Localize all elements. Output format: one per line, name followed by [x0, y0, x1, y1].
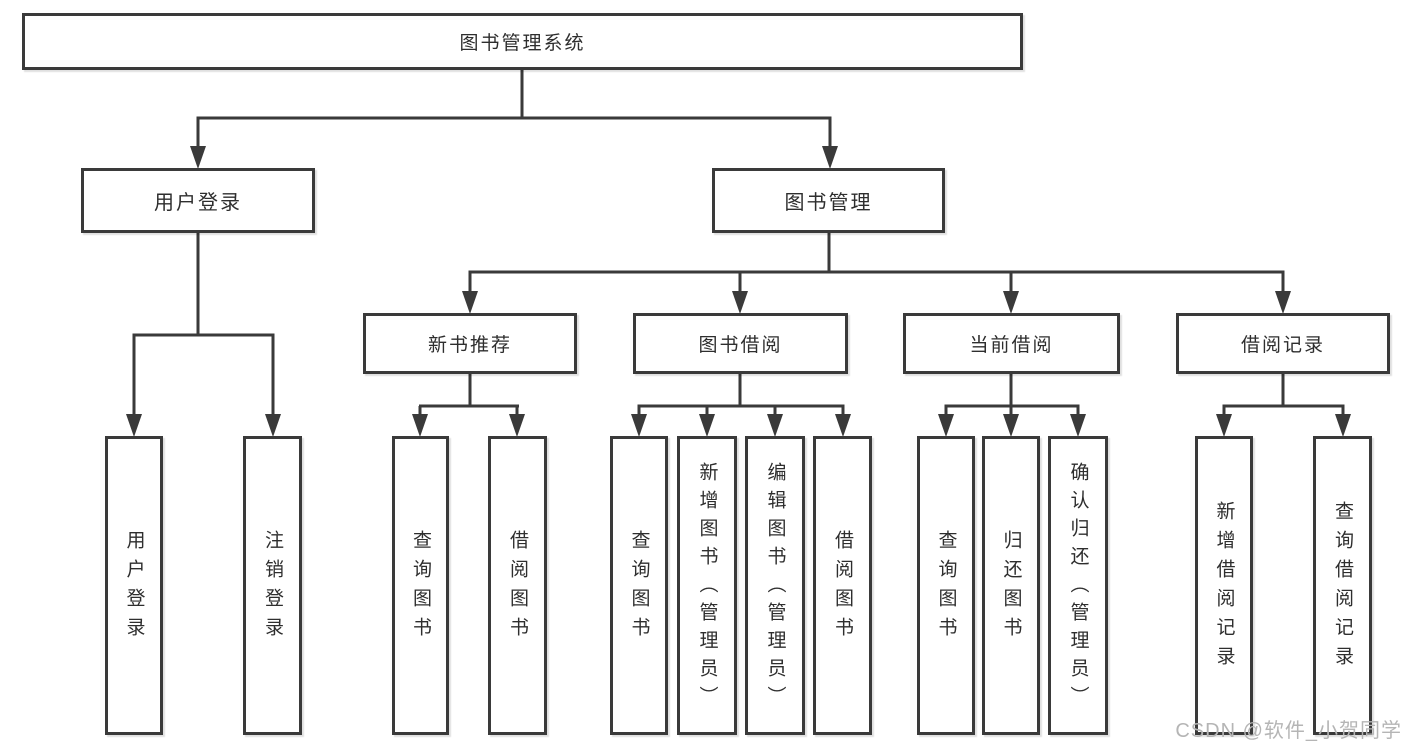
leaf-confirm-return-admin: 确认归还（管理员）	[1048, 436, 1108, 735]
leaf-return-books: 归还图书	[982, 436, 1040, 735]
leaf-logout-login: 注销登录	[243, 436, 302, 735]
leaf-add-borrow-record: 新增借阅记录	[1195, 436, 1253, 735]
leaf-query-books-recommend: 查询图书	[392, 436, 449, 735]
node-library-management-system: 图书管理系统	[22, 13, 1023, 70]
leaf-query-books-current: 查询图书	[917, 436, 975, 735]
node-current-borrowing: 当前借阅	[903, 313, 1120, 374]
node-book-management: 图书管理	[712, 168, 945, 233]
leaf-borrow-books-recommend: 借阅图书	[488, 436, 547, 735]
node-user-login: 用户登录	[81, 168, 315, 233]
leaf-user-login: 用户登录	[105, 436, 163, 735]
node-book-borrowing: 图书借阅	[633, 313, 848, 374]
node-borrowing-records: 借阅记录	[1176, 313, 1390, 374]
leaf-query-books-borrowing: 查询图书	[610, 436, 668, 735]
leaf-add-books-admin: 新增图书（管理员）	[677, 436, 737, 735]
leaf-edit-books-admin: 编辑图书（管理员）	[745, 436, 805, 735]
leaf-borrow-books: 借阅图书	[813, 436, 872, 735]
leaf-query-borrow-record: 查询借阅记录	[1313, 436, 1372, 735]
node-new-book-recommend: 新书推荐	[363, 313, 577, 374]
csdn-watermark: CSDN @软件_小贺同学	[1175, 720, 1402, 742]
